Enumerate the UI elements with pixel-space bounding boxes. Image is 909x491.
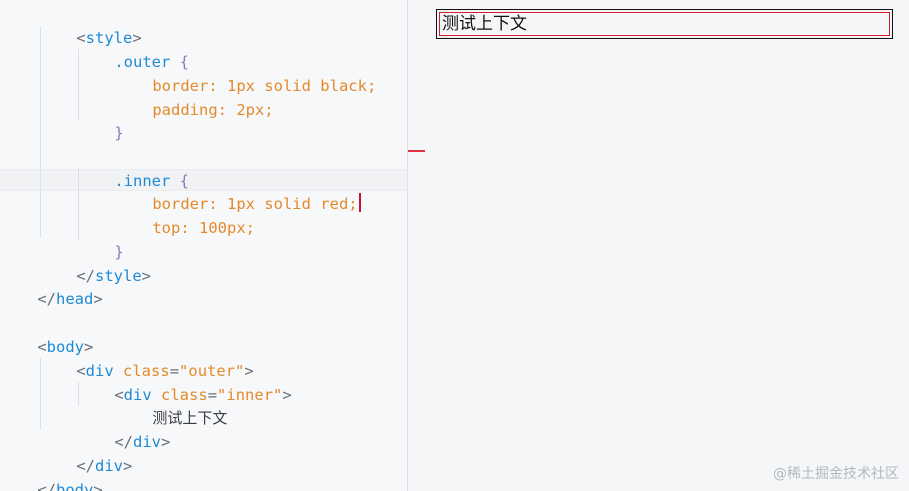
code-tag: div bbox=[95, 457, 123, 475]
code-punct: </ bbox=[114, 433, 133, 451]
code-declaration: top: 100px; bbox=[152, 219, 255, 237]
code-line: .outer { bbox=[77, 26, 189, 71]
code-brace: { bbox=[179, 53, 190, 71]
code-line: <style> bbox=[39, 2, 141, 47]
code-punct: > bbox=[93, 481, 103, 491]
code-punct: = bbox=[207, 386, 218, 404]
scroll-position-marker bbox=[408, 150, 425, 152]
code-punct: > bbox=[161, 433, 171, 451]
code-tag: head bbox=[56, 290, 94, 308]
code-punct: > bbox=[244, 362, 254, 380]
code-line: <div class="inner"> bbox=[77, 359, 291, 404]
code-line: 测试上下文 bbox=[115, 382, 227, 427]
code-punct: > bbox=[282, 386, 292, 404]
code-text-content: 测试上下文 bbox=[152, 409, 228, 427]
code-declaration: border: 1px solid black; bbox=[152, 77, 377, 95]
code-line: top: 100px; bbox=[115, 192, 255, 237]
code-attribute: class bbox=[161, 386, 208, 404]
code-punct: </ bbox=[76, 267, 95, 285]
code-tag: div bbox=[133, 433, 161, 451]
pane-divider[interactable] bbox=[407, 0, 408, 491]
code-line: </div> bbox=[77, 406, 170, 451]
code-line: </div> bbox=[39, 430, 132, 475]
code-punct: < bbox=[114, 386, 124, 404]
code-tag: div bbox=[85, 362, 114, 380]
indent-guide bbox=[40, 358, 41, 430]
code-line: border: 1px solid red; bbox=[115, 168, 361, 213]
code-declaration: padding: 2px; bbox=[152, 101, 274, 119]
code-line: } bbox=[77, 216, 123, 261]
indent-guide bbox=[78, 168, 79, 240]
code-editor[interactable]: <style> .outer { border: 1px solid black… bbox=[0, 0, 407, 491]
code-line: .inner { bbox=[77, 145, 189, 190]
code-punct: < bbox=[76, 29, 86, 47]
code-tag: body bbox=[46, 338, 84, 356]
current-line-highlight bbox=[0, 169, 407, 191]
code-punct: </ bbox=[76, 457, 95, 475]
code-line: </head> bbox=[0, 263, 102, 308]
code-punct: < bbox=[37, 338, 47, 356]
code-punct: < bbox=[76, 362, 86, 380]
code-selector: .inner bbox=[114, 172, 171, 190]
code-brace: { bbox=[179, 172, 190, 190]
code-attr-value: "outer" bbox=[179, 362, 245, 380]
code-punct: > bbox=[84, 338, 94, 356]
indent-guide bbox=[40, 26, 41, 238]
code-punct: > bbox=[93, 290, 103, 308]
code-line: padding: 2px; bbox=[115, 74, 273, 119]
code-punct: </ bbox=[37, 290, 56, 308]
code-attribute: class bbox=[123, 362, 170, 380]
code-line: </body> bbox=[0, 454, 102, 491]
code-tag: div bbox=[123, 386, 152, 404]
browser-preview: 测试上下文 bbox=[425, 0, 909, 491]
text-caret bbox=[358, 193, 361, 212]
inner-div: 测试上下文 bbox=[439, 12, 890, 36]
code-punct: > bbox=[132, 29, 142, 47]
code-tag: style bbox=[95, 267, 142, 285]
code-line: </style> bbox=[39, 240, 151, 285]
code-line: } bbox=[77, 97, 123, 142]
indent-guide bbox=[78, 382, 79, 406]
code-brace: } bbox=[114, 124, 124, 142]
indent-guide bbox=[78, 49, 79, 121]
code-selector: .outer bbox=[114, 53, 171, 71]
outer-div: 测试上下文 bbox=[436, 9, 893, 39]
code-punct: </ bbox=[37, 481, 56, 491]
code-brace: } bbox=[114, 243, 124, 261]
code-punct: > bbox=[123, 457, 133, 475]
code-punct: = bbox=[169, 362, 180, 380]
code-tag: style bbox=[85, 29, 133, 47]
code-line: border: 1px solid black; bbox=[115, 50, 376, 95]
code-tag: body bbox=[56, 481, 94, 491]
watermark: @稀土掘金技术社区 bbox=[773, 466, 899, 482]
code-line: <div class="outer"> bbox=[39, 335, 253, 380]
code-punct: > bbox=[141, 267, 152, 285]
code-line: <body> bbox=[0, 311, 93, 356]
code-declaration: border: 1px solid red; bbox=[152, 195, 358, 213]
code-attr-value: "inner" bbox=[217, 386, 283, 404]
